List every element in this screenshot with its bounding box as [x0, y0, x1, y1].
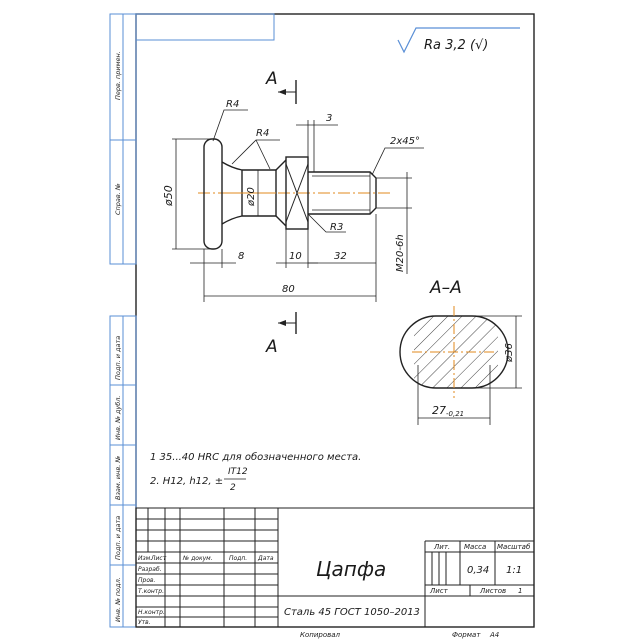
tb-role-razrab: Разраб. — [138, 566, 162, 573]
svg-text:32: 32 — [334, 251, 347, 262]
tb-role-tkontr: Т.контр. — [138, 588, 164, 595]
tb-role-utv: Утв. — [138, 619, 151, 626]
roughness-mark: Ra 3,2 (√) — [397, 27, 520, 54]
dim-27-tol: -0,21 — [446, 410, 464, 418]
svg-text:ø50: ø50 — [162, 185, 175, 207]
section-marker-bottom: A — [265, 312, 297, 357]
svg-text:R4: R4 — [226, 99, 239, 110]
svg-text:Ra 3,2 (√): Ra 3,2 (√) — [424, 38, 488, 53]
note-2-num: IT12 — [228, 467, 248, 477]
svg-text:8: 8 — [238, 251, 244, 262]
svg-text:M20-6h: M20-6h — [395, 234, 406, 272]
svg-text:R4: R4 — [256, 128, 269, 139]
dimension-texts: R4 R4 3 2x45° ø50 ø20 R3 M20-6h 8 10 32 … — [162, 99, 420, 295]
title-block-grid — [135, 507, 535, 628]
part-name: Цапфа — [316, 557, 386, 581]
scale-value: 1:1 — [506, 565, 522, 576]
dim-27: 27 — [432, 404, 446, 417]
section-a-a — [399, 306, 522, 425]
svg-text:ø20: ø20 — [246, 187, 257, 207]
scale-label: Масштаб — [497, 543, 531, 551]
dimension-lines — [172, 109, 424, 302]
strip-podp-data-2: Подп. и дата — [114, 516, 122, 560]
strip-sprav-no: Справ. № — [114, 183, 122, 215]
footer-copied: Копировал — [300, 631, 341, 639]
part-outline — [203, 138, 377, 250]
section-title: A–A — [429, 278, 462, 298]
left-lower-strip — [109, 315, 137, 628]
svg-text:3: 3 — [326, 113, 332, 124]
material: Сталь 45 ГОСТ 1050–2013 — [284, 607, 420, 618]
svg-text:10: 10 — [289, 251, 302, 262]
tb-header-doc: № докум. — [182, 555, 213, 562]
lit-label: Лит. — [433, 543, 450, 551]
strip-perv-primen: Перв. примен. — [114, 51, 122, 100]
svg-text:A: A — [265, 69, 278, 89]
sheets-value: 1 — [518, 587, 522, 595]
strip-vzam-inv: Взам. инв. № — [114, 456, 122, 500]
section-marker-top: A — [265, 69, 297, 104]
note-1: 1 35...40 HRC для обозначенного места. — [150, 451, 361, 463]
tb-role-nkontr: Н.контр. — [138, 609, 165, 616]
mass-label: Масса — [464, 543, 486, 551]
tb-role-prov: Пров. — [138, 577, 156, 584]
svg-text:A: A — [265, 337, 278, 357]
tb-header-data: Дата — [257, 555, 274, 562]
svg-text:2x45°: 2x45° — [390, 136, 420, 147]
footer-format-label: Формат — [452, 631, 481, 639]
tb-header-izm: Изм. — [138, 555, 152, 562]
footer-format-value: A4 — [489, 631, 499, 639]
tb-header-list: Лист — [150, 555, 167, 562]
mass-value: 0,34 — [467, 565, 489, 576]
note-2-den: 2 — [230, 483, 236, 493]
strip-inv-podl: Инв. № подл. — [114, 577, 122, 622]
tb-header-podp: Подп. — [229, 555, 247, 562]
strip-inv-dubl: Инв. № дубл. — [114, 396, 122, 440]
dim-phi36: ø36 — [504, 343, 515, 363]
note-2: 2. H12, h12, ± — [150, 476, 223, 487]
svg-text:R3: R3 — [330, 222, 343, 233]
sheets-label: Листов — [479, 587, 506, 595]
svg-text:80: 80 — [282, 284, 295, 295]
strip-podp-data-1: Подп. и дата — [114, 336, 122, 380]
sheet-label: Лист — [429, 587, 449, 595]
top-left-stamp — [109, 13, 275, 265]
